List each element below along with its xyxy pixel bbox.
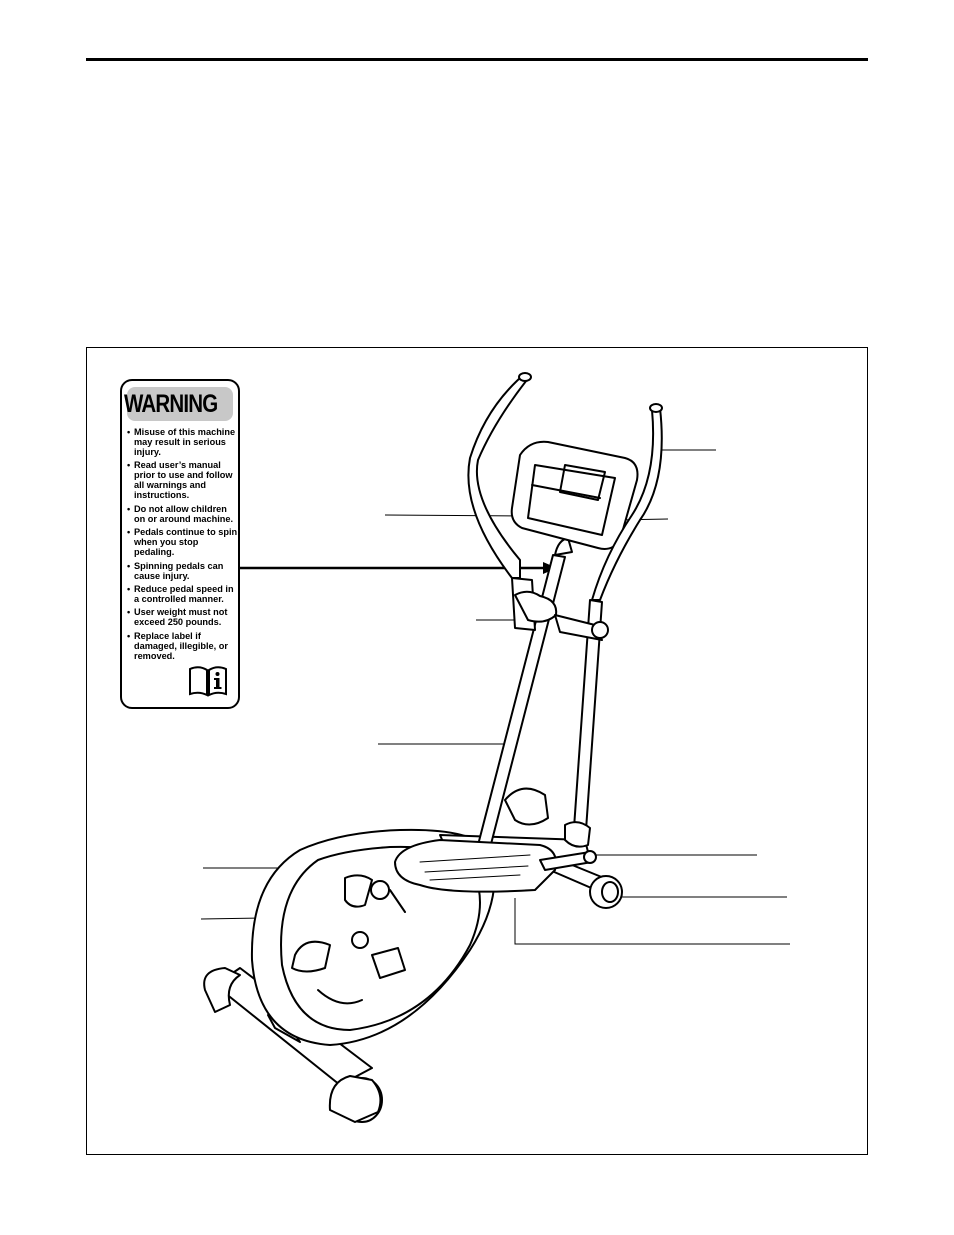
warning-item: User weight must not exceed 250 pounds. bbox=[127, 607, 238, 627]
warning-item: Spinning pedals can cause injury. bbox=[127, 561, 238, 581]
warning-title: WARNING bbox=[124, 389, 218, 418]
figure-frame bbox=[86, 347, 868, 1155]
warning-item: Reduce pedal speed in a controlled manne… bbox=[127, 584, 238, 604]
warning-header: WARNING bbox=[124, 387, 233, 421]
warning-item: Pedals continue to spin when you stop pe… bbox=[127, 527, 238, 557]
manual-info-icon bbox=[189, 666, 227, 697]
header-rule bbox=[86, 58, 868, 61]
warning-label: WARNING Misuse of this machine may resul… bbox=[120, 379, 240, 709]
warning-item: Misuse of this machine may result in ser… bbox=[127, 427, 238, 457]
warning-list: Misuse of this machine may result in ser… bbox=[127, 427, 238, 661]
warning-item: Replace label if damaged, illegible, or … bbox=[127, 631, 238, 661]
warning-item: Do not allow children on or around machi… bbox=[127, 504, 238, 524]
warning-item: Read user’s manual prior to use and foll… bbox=[127, 460, 238, 500]
